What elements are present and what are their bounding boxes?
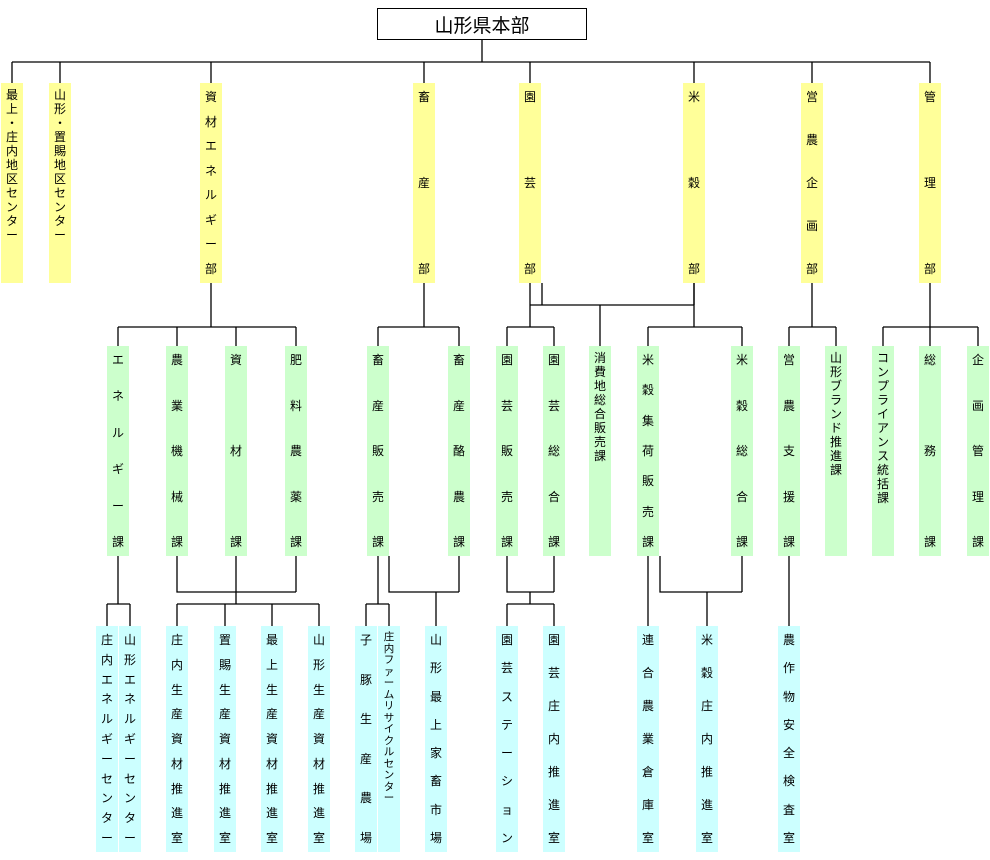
unit-box-u2: 山形エネルギーセンター — [119, 626, 141, 852]
sect-box-s9: 消費地総合販売課 — [589, 346, 611, 556]
connector-d3 — [117, 283, 297, 346]
unit-box-u6: 山形生産資材推進室 — [308, 626, 330, 852]
sect-box-s1: エネルギー課 — [107, 346, 129, 556]
connector-root — [11, 40, 931, 83]
connector-d5-d6 — [506, 283, 695, 346]
sect-box-s6: 畜産酪農課 — [448, 346, 470, 556]
connector-d8 — [882, 283, 979, 346]
connector-d4 — [377, 283, 460, 346]
sect-box-s3: 資材課 — [225, 346, 247, 556]
sect-box-s11: 米穀総合課 — [731, 346, 753, 556]
connector-s2-s4 — [176, 556, 320, 626]
sect-box-s8: 園芸総合課 — [543, 346, 565, 556]
connector-s5-s6 — [365, 556, 460, 626]
sect-box-s13: 山形ブランド推進課 — [825, 346, 847, 556]
root-label: 山形県本部 — [434, 14, 530, 37]
unit-box-u13: 米穀庄内推進室 — [696, 626, 718, 852]
unit-box-u9: 山形最上家畜市場 — [425, 626, 447, 852]
dept-box-d4: 畜産部 — [413, 83, 435, 283]
unit-box-u4: 置賜生産資材推進室 — [214, 626, 236, 852]
root-node: 山形県本部 — [377, 8, 587, 40]
sect-box-s14: コンプライアンス統括課 — [872, 346, 894, 556]
dept-box-d8: 管理部 — [919, 83, 941, 283]
sect-box-s5: 畜産販売課 — [367, 346, 389, 556]
sect-box-s15: 総務課 — [919, 346, 941, 556]
sect-box-s2: 農業機械課 — [166, 346, 188, 556]
sect-box-s12: 営農支援課 — [778, 346, 800, 556]
unit-box-u5: 最上生産資材推進室 — [261, 626, 283, 852]
connector-d7 — [788, 283, 837, 346]
dept-box-d7: 営農企画部 — [801, 83, 823, 283]
unit-box-u11: 園芸庄内推進室 — [543, 626, 565, 852]
connector-d6 — [647, 283, 743, 346]
dept-box-d6: 米穀部 — [683, 83, 705, 283]
unit-box-u10: 園芸ステーション — [496, 626, 518, 852]
unit-box-u1: 庄内エネルギーセンター — [96, 626, 118, 852]
connector-s7-s8 — [506, 556, 555, 626]
unit-box-u3: 庄内生産資材推進室 — [166, 626, 188, 852]
unit-box-u7: 子豚生産農場 — [355, 626, 377, 852]
sect-box-s10: 米穀集荷販売課 — [637, 346, 659, 556]
dept-box-d1: 最上・庄内地区センター — [1, 83, 23, 283]
dept-box-d2: 山形・置賜地区センター — [49, 83, 71, 283]
connector-s1 — [106, 556, 131, 626]
dept-box-d5: 園芸部 — [519, 83, 541, 283]
sect-box-s16: 企画管理課 — [967, 346, 989, 556]
unit-box-u14: 農作物安全検査室 — [778, 626, 800, 852]
sect-box-s7: 園芸販売課 — [496, 346, 518, 556]
dept-box-d3: 資材エネルギー部 — [200, 83, 222, 283]
connector-s10-s11 — [647, 556, 743, 626]
unit-box-u12: 連合農業倉庫室 — [637, 626, 659, 852]
unit-box-u8: 庄内ファームリサイクルセンター — [378, 626, 400, 852]
sect-box-s4: 肥料農薬課 — [285, 346, 307, 556]
